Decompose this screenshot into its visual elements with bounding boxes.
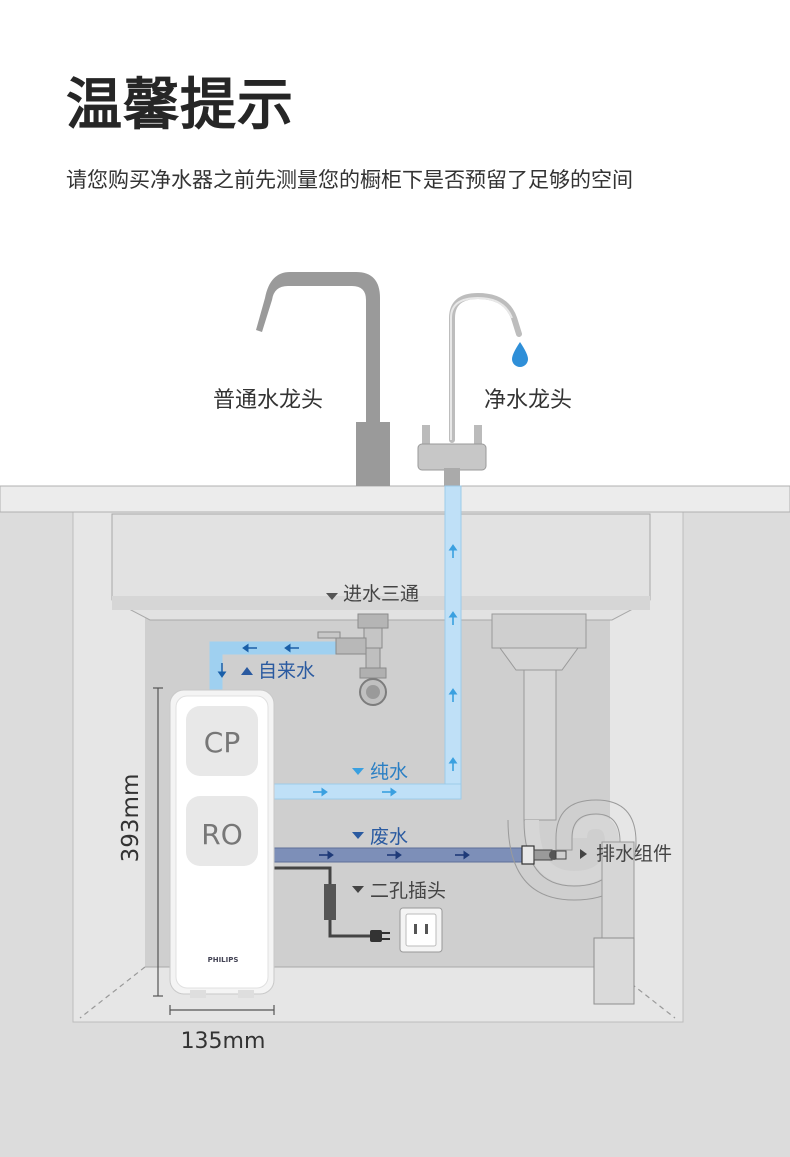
pure-faucet-body (417, 443, 487, 471)
inlet-tee-valve (317, 613, 389, 706)
normal-faucet-label: 普通水龙头 (213, 388, 323, 413)
pure-faucet-neck-highlight (450, 296, 513, 440)
drain-label: 排水组件 (596, 843, 672, 865)
tap-water-pipe (209, 641, 342, 690)
waste-water-label: 废水 (370, 826, 408, 848)
pure-flow-arrows-right (313, 787, 397, 797)
width-dimension-label: 135mm (181, 1029, 266, 1054)
pure-pipe-horizontal (271, 783, 462, 800)
countertop (0, 485, 790, 513)
tap-water-marker-icon (241, 667, 253, 675)
waste-water-marker-icon (352, 832, 364, 839)
floor-line-left (79, 966, 146, 1019)
drain-assembly (491, 613, 637, 1005)
inlet-tee-label: 进水三通 (343, 583, 419, 605)
tap-flow-arrows (217, 643, 299, 678)
wall-socket-icon (399, 907, 443, 953)
power-cable (272, 866, 390, 942)
page-title: 温馨提示 (66, 73, 294, 138)
brand-logo: PHILIPS (208, 956, 239, 964)
height-dimension-label: 393mm (118, 774, 144, 863)
tap-water-label: 自来水 (258, 660, 315, 682)
pure-faucet-neck (449, 292, 522, 443)
normal-faucet (256, 272, 390, 486)
filter-cp-label: CP (204, 726, 240, 759)
pure-faucet-handle-left (422, 425, 430, 447)
height-dimension-line (153, 687, 163, 997)
pure-faucet-label: 净水龙头 (484, 388, 572, 413)
pure-faucet-handle-right (474, 425, 482, 447)
pure-flow-arrows-up (448, 544, 458, 771)
socket-marker-icon (352, 886, 364, 893)
sink-rim (112, 596, 650, 610)
filter-ro-label: RO (201, 818, 243, 851)
water-drop-icon (512, 342, 528, 367)
purifier-unit (169, 689, 275, 998)
pure-pipe-vertical (444, 485, 462, 799)
pure-water-marker-icon (352, 768, 364, 775)
waste-flow-arrows (319, 850, 470, 860)
socket-label: 二孔插头 (370, 880, 446, 902)
drain-marker-icon (580, 849, 587, 859)
pure-water-label: 纯水 (370, 761, 408, 783)
inlet-tee-marker-icon (326, 593, 338, 600)
width-dimension-line (169, 1005, 275, 1015)
page-subtitle: 请您购买净水器之前先测量您的橱柜下是否预留了足够的空间 (66, 168, 633, 192)
pure-faucet-base (444, 468, 460, 486)
